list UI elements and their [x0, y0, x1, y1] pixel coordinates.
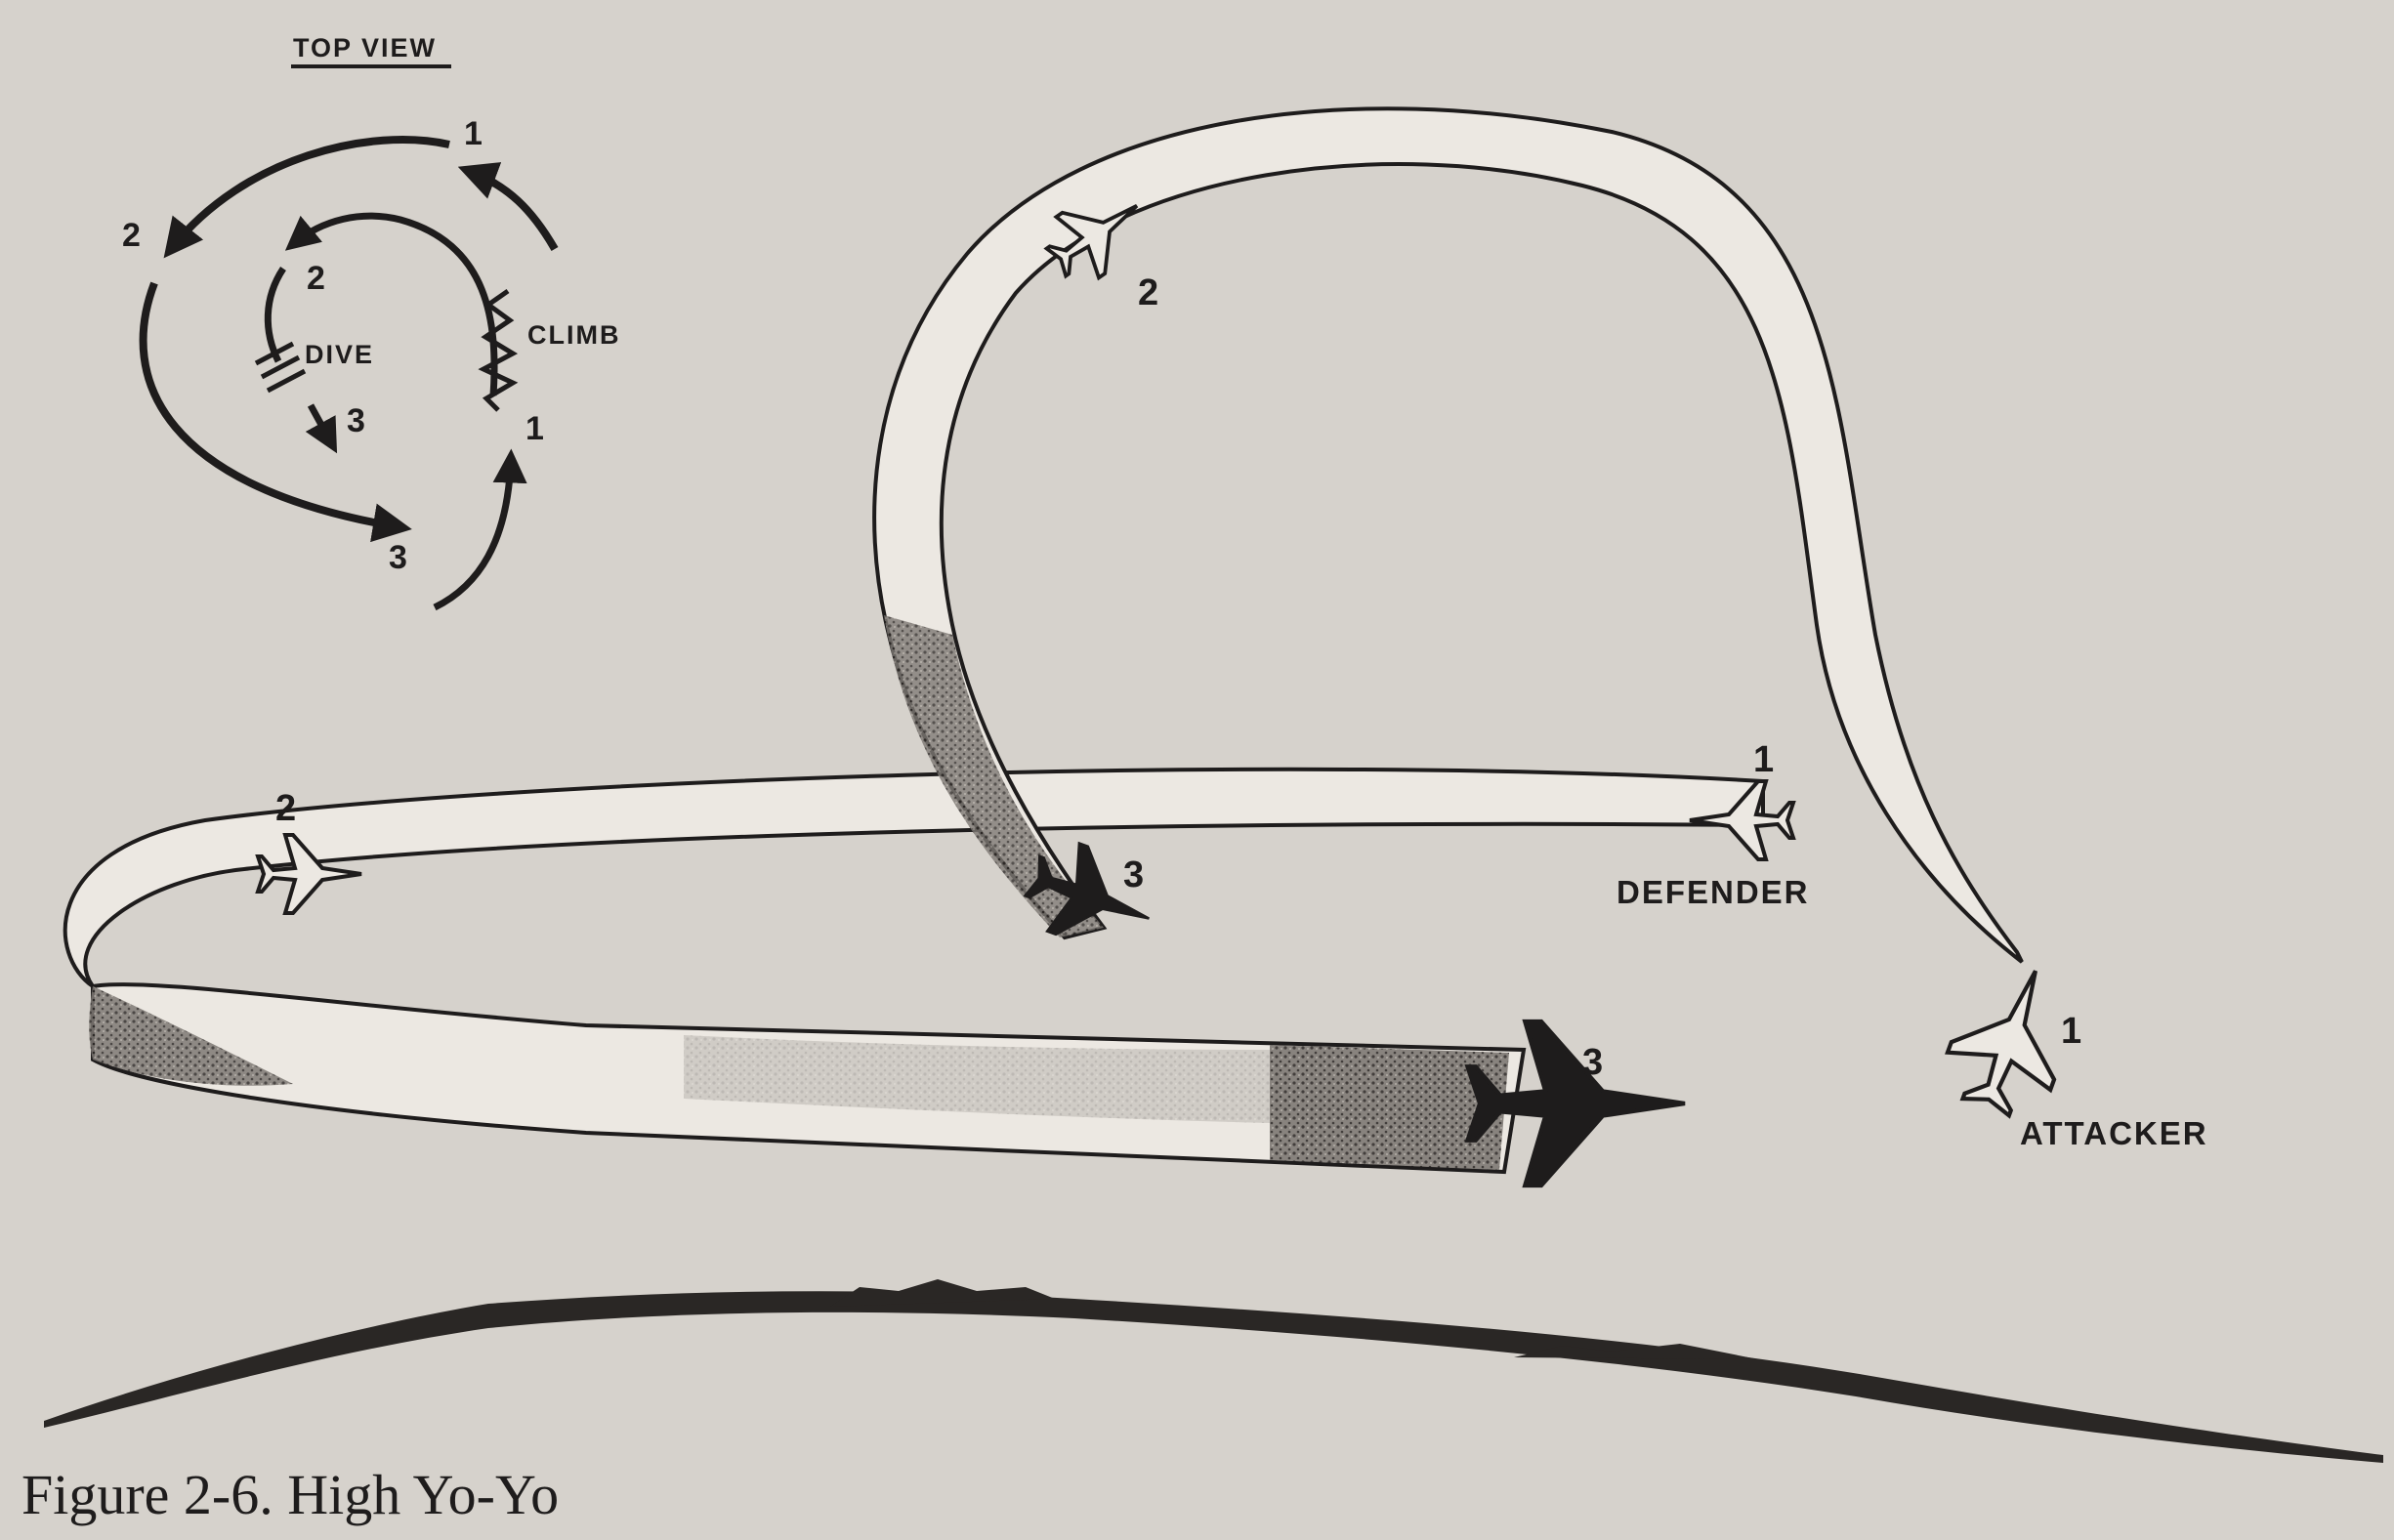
- top-view-title: TOP VIEW: [293, 33, 437, 62]
- defender-label: DEFENDER: [1617, 874, 1810, 910]
- top-view-defender-point-2: 2: [307, 260, 325, 297]
- attacker-jet-3: [1023, 841, 1150, 936]
- jet-aircraft-icon: [1023, 841, 1150, 936]
- top-view-defender-path-3: [305, 403, 338, 454]
- terrain-horizon-icon: [44, 1279, 2383, 1463]
- attacker-ribbon-shadow: [884, 615, 1104, 937]
- attacker-jet-2: [1043, 204, 1139, 281]
- top-view-attacker-path-1-2: [163, 136, 450, 259]
- top-view-attacker-point-2: 2: [122, 217, 141, 254]
- top-view-lower-approach: [433, 448, 527, 611]
- attacker-point-1: 1: [2061, 1011, 2081, 1052]
- top-view-attacker-point-1: 1: [464, 115, 483, 152]
- defender-ribbon: [63, 767, 1765, 1175]
- attacker-jet-1: [1945, 970, 2057, 1119]
- climb-label: CLIMB: [527, 320, 620, 350]
- dive-hatch-icon: [254, 341, 307, 394]
- ribbon-shadow-right: [1270, 1045, 1509, 1170]
- defender-jet-3: [1464, 1019, 1686, 1188]
- top-view-defender-point-1: 1: [525, 410, 544, 447]
- top-view-inset: TOP VIEW 1 2 3 1 2 3 CLIMB DIVE: [122, 33, 620, 611]
- top-view-attacker-point-3: 3: [389, 539, 407, 576]
- defender-point-1: 1: [1753, 739, 1774, 780]
- figure-caption: Figure 2-6. High Yo-Yo: [21, 1463, 559, 1526]
- top-view-defender-point-3: 3: [347, 402, 365, 439]
- ribbon-shadow-left: [89, 986, 293, 1086]
- defender-point-3: 3: [1582, 1042, 1603, 1083]
- top-view-attacker-approach: [457, 162, 559, 251]
- jet-aircraft-icon: [1043, 204, 1139, 281]
- top-view-attacker-path-2-3: [139, 281, 412, 543]
- zigzag-climb-icon: [478, 288, 519, 412]
- attacker-point-3: 3: [1123, 854, 1144, 895]
- jet-aircraft-icon: [1689, 779, 1796, 861]
- jet-aircraft-icon: [1945, 970, 2057, 1119]
- top-view-defender-path-1-2: [284, 212, 498, 396]
- defender-jet-2: [255, 833, 362, 915]
- defender-jet-1: [1689, 779, 1796, 861]
- dive-label: DIVE: [305, 340, 374, 369]
- attacker-point-2: 2: [1138, 272, 1158, 313]
- attacker-label: ATTACKER: [2020, 1115, 2208, 1151]
- jet-aircraft-icon: [255, 833, 362, 915]
- defender-point-2: 2: [275, 788, 296, 829]
- jet-aircraft-icon: [1464, 1019, 1686, 1188]
- ribbon-shadow-mid: [684, 1035, 1270, 1123]
